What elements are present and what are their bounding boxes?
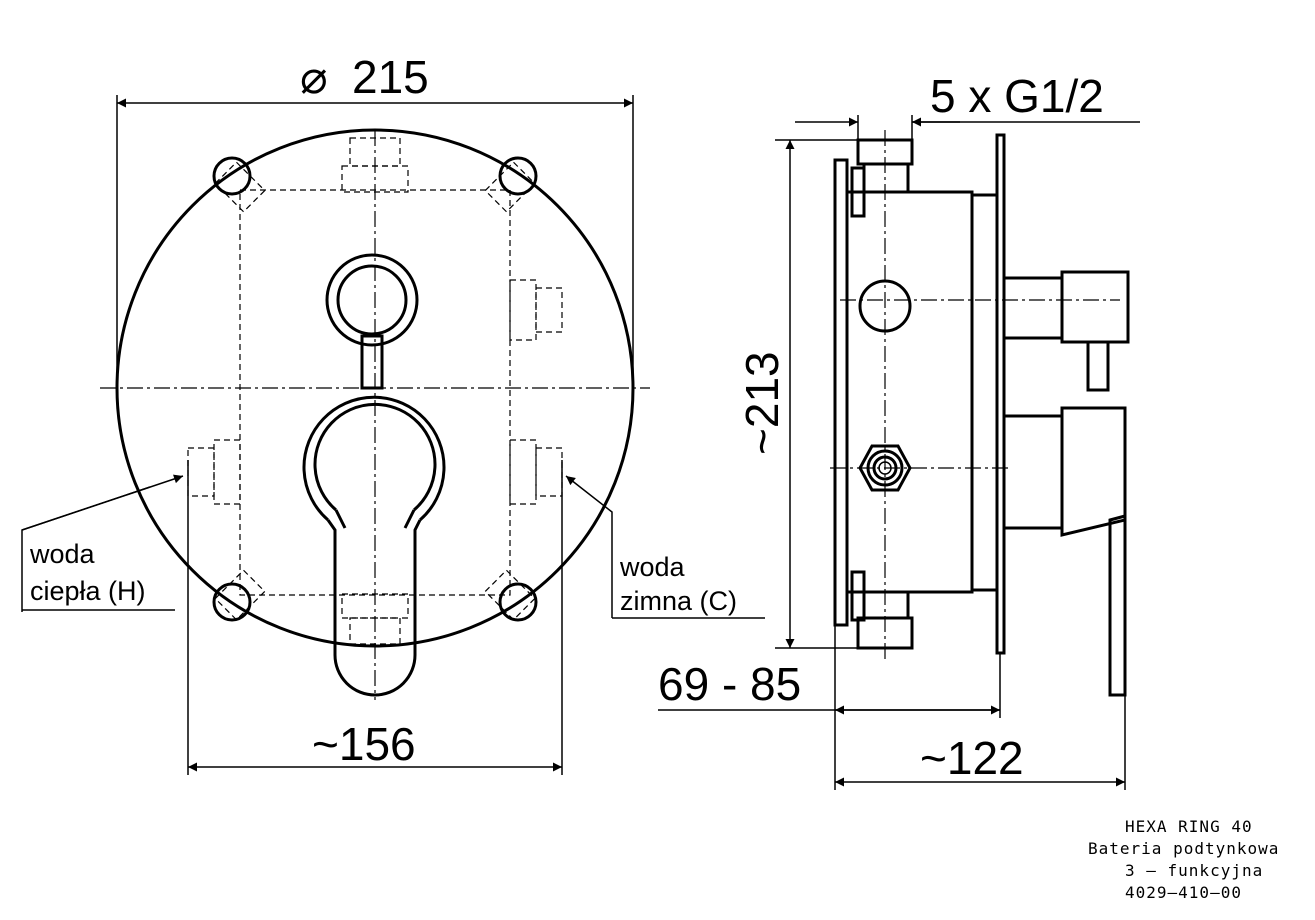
title-block: HEXA RING 40 Bateria podtynkowa 3 — funk… — [1088, 817, 1279, 902]
mounting-lug-top-left — [212, 156, 266, 213]
height-dimension-text: ~213 — [736, 351, 788, 455]
side-port-circle — [858, 279, 912, 333]
cover-plate-side — [995, 133, 1006, 655]
lower-flange-bracket — [850, 570, 866, 622]
body-front-step — [970, 193, 999, 592]
connections-dimension-text: 5 x G1/2 — [930, 70, 1104, 122]
title-function: 3 — funkcyjna — [1125, 861, 1263, 880]
valve-body — [845, 190, 974, 594]
hot-water-label-line1: woda — [29, 539, 96, 569]
depth-dimension-text: ~122 — [920, 732, 1024, 784]
dimension-depth-range — [658, 625, 1001, 790]
dimension-diameter — [116, 95, 634, 388]
title-part-number: 4029—410—00 — [1125, 883, 1242, 902]
title-description: Bateria podtynkowa — [1088, 839, 1279, 858]
side-diverter-knob — [1002, 270, 1130, 392]
hex-fitting — [858, 444, 912, 492]
side-view: 5 x G1/2 ~213 69 - 85 ~122 — [658, 70, 1140, 790]
mounting-lug-top-right — [484, 156, 538, 213]
hot-water-leader — [21, 474, 184, 612]
connection-top — [341, 137, 409, 193]
mounting-lug-bottom-left — [212, 569, 266, 622]
dimension-depth — [835, 695, 1126, 790]
title-product-name: HEXA RING 40 — [1125, 817, 1253, 836]
connection-bottom — [341, 593, 409, 645]
diameter-symbol: ⌀ — [300, 51, 328, 103]
mixer-lever — [302, 395, 446, 697]
cold-water-leader — [565, 475, 765, 619]
connection-left-hot — [187, 439, 241, 505]
side-connection-bottom — [856, 590, 914, 650]
cold-water-label-line1: woda — [619, 552, 686, 582]
bottom-width-dimension-text: ~156 — [312, 718, 416, 770]
side-mixer-lever — [1002, 406, 1127, 697]
diameter-dimension-text: 215 — [352, 51, 429, 103]
side-connection-top — [856, 138, 914, 194]
connection-right-upper — [509, 279, 563, 341]
dimension-connections — [795, 115, 1140, 140]
dimension-height — [775, 139, 858, 649]
front-view: ⌀ 215 ~156 woda ciepła (H) woda zimna (C… — [21, 51, 765, 775]
hot-water-label-line2: ciepła (H) — [30, 576, 146, 606]
cold-water-label-line2: zimna (C) — [620, 586, 737, 616]
back-plate — [833, 158, 849, 627]
connection-right-cold — [509, 439, 563, 505]
hidden-valve-body — [239, 189, 511, 596]
mounting-lug-bottom-right — [484, 569, 538, 622]
depth-range-dimension-text: 69 - 85 — [658, 658, 801, 710]
diverter-knob — [325, 253, 419, 390]
dimension-bottom-width — [187, 460, 563, 775]
